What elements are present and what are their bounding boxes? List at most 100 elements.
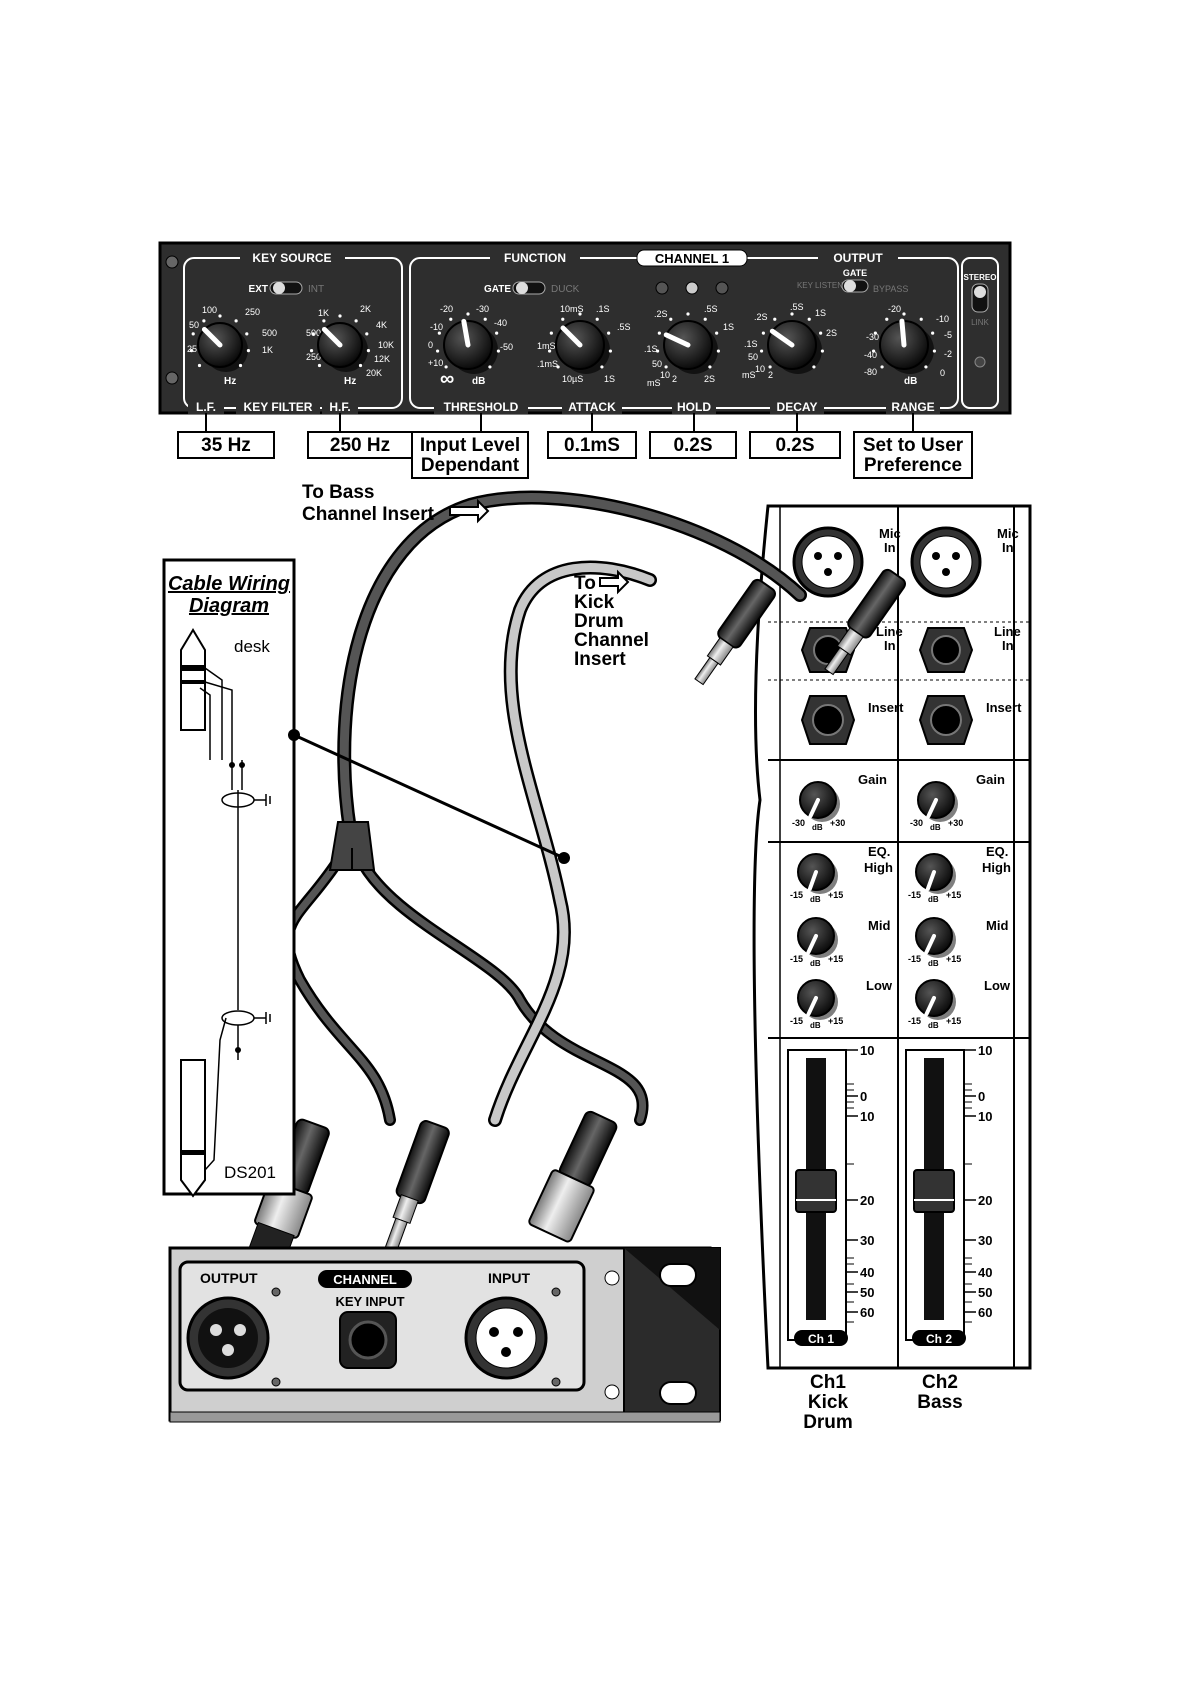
key-input-jack-socket[interactable] bbox=[339, 1311, 397, 1369]
eq-mid-label: Mid bbox=[868, 918, 890, 933]
svg-text:-30: -30 bbox=[866, 332, 879, 342]
svg-text:.1S: .1S bbox=[644, 344, 658, 354]
svg-text:-80: -80 bbox=[864, 367, 877, 377]
line-in-label: In bbox=[884, 638, 896, 653]
insert-jack[interactable] bbox=[918, 695, 974, 745]
wiring-desk-label: desk bbox=[234, 637, 270, 656]
hold-knob[interactable] bbox=[655, 312, 721, 374]
gain-label: Gain bbox=[976, 772, 1005, 787]
scale-min-label: -15 bbox=[790, 1016, 803, 1026]
svg-text:-20: -20 bbox=[440, 304, 453, 314]
svg-text:.1S: .1S bbox=[744, 339, 758, 349]
gate-knobs bbox=[189, 312, 937, 374]
lf-knob[interactable] bbox=[189, 314, 251, 372]
ch1-name-line2: Kick bbox=[808, 1392, 849, 1413]
channel-badge: Ch 2 bbox=[912, 1330, 966, 1346]
db-unit-label: dB bbox=[810, 1021, 821, 1030]
channel-badge-label: Ch 2 bbox=[926, 1332, 952, 1346]
svg-text:10: 10 bbox=[755, 364, 765, 374]
svg-text:0.2S: 0.2S bbox=[775, 435, 814, 456]
bass-insert-label: To Bass Channel Insert bbox=[302, 482, 490, 525]
fader-scale-label: 10 bbox=[860, 1109, 874, 1124]
mixer-console: MicInLineInInsert-30+30dBGain-15+15dBEQ.… bbox=[752, 504, 1032, 1370]
setting-leader-lines bbox=[205, 413, 914, 432]
attack-knob[interactable] bbox=[547, 312, 613, 374]
scale-min-label: -30 bbox=[792, 818, 805, 828]
svg-text:50: 50 bbox=[748, 352, 758, 362]
insert-jack[interactable] bbox=[800, 695, 856, 745]
mic-in-label: Mic bbox=[997, 526, 1019, 541]
key-listen-label: KEY LISTEN bbox=[797, 281, 843, 290]
svg-text:25: 25 bbox=[187, 344, 197, 354]
setting-decay: 0.2S bbox=[749, 431, 841, 459]
eq-low-knob[interactable]: -15 +15 dB bbox=[790, 979, 843, 1030]
fader-scale-label: 60 bbox=[978, 1305, 992, 1320]
wiring-title-line1: Cable Wiring bbox=[168, 573, 290, 595]
y-splitter bbox=[328, 821, 376, 871]
input-xlr-plug bbox=[528, 1110, 618, 1243]
fader-scale-label: 40 bbox=[978, 1265, 992, 1280]
svg-text:4K: 4K bbox=[376, 320, 387, 330]
channel-badge-label: Ch 1 bbox=[808, 1332, 834, 1346]
bass-insert-jack-plug bbox=[824, 568, 906, 676]
setting-hold: 0.2S bbox=[649, 431, 737, 459]
fader-scale-label: 0 bbox=[860, 1089, 867, 1104]
gain-label: Gain bbox=[858, 772, 887, 787]
output-xlr-socket[interactable] bbox=[186, 1296, 270, 1380]
bypass-label: BYPASS bbox=[873, 284, 908, 294]
ch2-name-line2: Bass bbox=[917, 1392, 962, 1413]
svg-text:1mS: 1mS bbox=[537, 341, 556, 351]
lf-scale: 25 50 100 250 500 1K bbox=[187, 305, 277, 355]
decay-knob[interactable] bbox=[759, 312, 825, 374]
attack-scale: .1mS 1mS 10mS .1S .5S 10µS 1S bbox=[537, 304, 631, 384]
ch1-name-line3: Drum bbox=[803, 1412, 853, 1433]
fader-scale-label: 10 bbox=[860, 1043, 874, 1058]
svg-text:10K: 10K bbox=[378, 340, 394, 350]
svg-text:Insert: Insert bbox=[574, 649, 626, 670]
svg-text:20K: 20K bbox=[366, 368, 382, 378]
svg-text:250 Hz: 250 Hz bbox=[330, 435, 390, 456]
line-in-jack[interactable] bbox=[918, 627, 974, 673]
scale-max-label: +15 bbox=[828, 1016, 843, 1026]
threshold-knob[interactable] bbox=[435, 312, 501, 374]
svg-text:1S: 1S bbox=[815, 308, 826, 318]
key-input-jack-plug bbox=[383, 1120, 450, 1255]
key-source-toggle[interactable]: EXT INT bbox=[249, 281, 325, 295]
svg-text:.5S: .5S bbox=[704, 304, 718, 314]
output-toggle[interactable]: KEY LISTEN GATE BYPASS bbox=[797, 268, 908, 294]
stereo-frame bbox=[961, 257, 999, 409]
insert-label: Insert bbox=[986, 700, 1022, 715]
mixer-channels: MicInLineInInsert-30+30dBGain-15+15dBEQ.… bbox=[787, 526, 1022, 1346]
svg-text:10: 10 bbox=[660, 370, 670, 380]
scale-max-label: +15 bbox=[946, 890, 961, 900]
svg-text:Set to User: Set to User bbox=[863, 435, 964, 456]
rear-output-label: OUTPUT bbox=[200, 1270, 258, 1286]
rear-input-label: INPUT bbox=[488, 1270, 530, 1286]
range-knob[interactable] bbox=[871, 312, 937, 374]
svg-text:-5: -5 bbox=[944, 330, 952, 340]
setting-attack: 0.1mS bbox=[547, 431, 637, 459]
hf-unit: Hz bbox=[344, 376, 356, 387]
svg-text:-2: -2 bbox=[944, 349, 952, 359]
function-toggle[interactable]: GATE DUCK bbox=[484, 281, 580, 295]
mic-in-xlr[interactable] bbox=[910, 526, 982, 598]
key-filter-label: KEY FILTER bbox=[244, 400, 313, 414]
svg-text:250: 250 bbox=[306, 352, 321, 362]
kick-insert-label: To Kick Drum Channel Insert bbox=[574, 569, 649, 670]
stereo-link-toggle[interactable]: STEREO LINK bbox=[964, 273, 997, 368]
range-label: RANGE bbox=[891, 400, 934, 414]
mic-in-xlr[interactable] bbox=[792, 526, 864, 598]
input-xlr-socket[interactable] bbox=[464, 1296, 548, 1380]
hf-knob[interactable] bbox=[309, 314, 371, 372]
decay-scale: .1S .2S .5S 1S 2S 50 10 2 mS bbox=[742, 302, 837, 380]
svg-text:100: 100 bbox=[202, 305, 217, 315]
